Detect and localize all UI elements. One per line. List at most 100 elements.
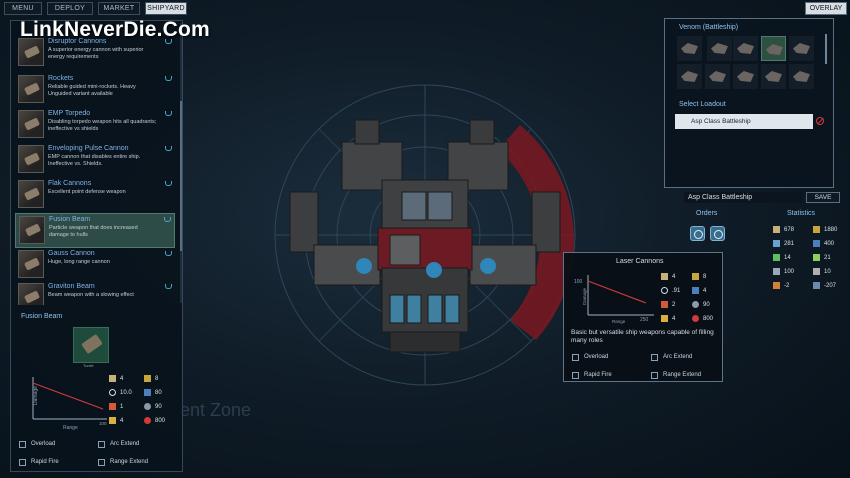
range-extend-checkbox[interactable]	[98, 459, 105, 466]
menu-button[interactable]: MENU	[4, 2, 42, 15]
tooltip-graph-xmax: 250	[640, 317, 649, 323]
save-button[interactable]: SAVE	[806, 192, 840, 203]
stat-b: 8	[144, 375, 158, 382]
weapon-item-rockets[interactable]: Rockets Reliable guided mini-rockets. He…	[15, 73, 175, 108]
tooltip-stat-b: 8	[692, 273, 706, 280]
tooltip-graph-ymax: 100	[574, 279, 583, 285]
arc-extend-checkbox[interactable]	[98, 441, 105, 448]
weapon-name: Enveloping Pulse Cannon	[48, 145, 129, 152]
ship-thumb[interactable]	[789, 64, 814, 89]
overload-checkbox[interactable]	[572, 354, 579, 361]
stat-power: -2	[773, 282, 789, 289]
stat-sensor: 10	[813, 268, 831, 275]
zone-background-text: ent Zone	[180, 400, 252, 420]
shield-generator	[356, 258, 372, 274]
weapon-desc: Disabling torpedo weapon hits all quadra…	[48, 119, 157, 132]
weapon-desc: Huge, long range cannon	[48, 259, 110, 265]
weapon-item-graviton[interactable]: Graviton Beam Beam weapon with a slowing…	[15, 281, 175, 305]
loadout-item[interactable]: Asp Class Battleship	[675, 114, 813, 129]
info-icon[interactable]	[165, 146, 172, 151]
weapon-item-emp-torpedo[interactable]: EMP Torpedo Disabling torpedo weapon hit…	[15, 108, 175, 143]
turret-icon	[73, 327, 109, 363]
thrust-icon	[773, 254, 780, 261]
info-icon[interactable]	[165, 111, 172, 116]
rapid-fire-label: Rapid Fire	[584, 372, 612, 378]
weapon-item-fusion-beam[interactable]: Fusion Beam Particle weapon that does in…	[15, 213, 175, 248]
weapon-name: Fusion Beam	[49, 216, 91, 223]
weapon-item-disruptor[interactable]: Disruptor Cannons A superior energy cann…	[15, 36, 175, 71]
tooltip-graph: 100 250 Damage Range	[574, 275, 654, 324]
weapon-item-gauss[interactable]: Gauss Cannon Huge, long range cannon	[15, 248, 175, 283]
tooltip-title: Laser Cannons	[616, 258, 664, 265]
ship-thumb[interactable]	[677, 64, 702, 89]
arc-icon	[692, 301, 699, 308]
shipyard-button[interactable]: SHIPYARD	[145, 2, 187, 15]
heart-icon	[692, 315, 699, 322]
order-button-2[interactable]	[710, 226, 725, 241]
info-icon[interactable]	[164, 217, 171, 222]
stat-d: 80	[144, 389, 162, 396]
tooltip-description: Basic but versatile ship weapons capable…	[571, 329, 714, 344]
stat-shield: 100	[773, 268, 794, 275]
weapon-item-enveloping-pulse[interactable]: Enveloping Pulse Cannon EMP cannon that …	[15, 143, 175, 178]
tooltip-stat-h: 800	[692, 315, 713, 322]
info-icon[interactable]	[165, 251, 172, 256]
range-extend-checkbox[interactable]	[651, 372, 658, 379]
ammo-icon	[692, 273, 699, 280]
ship-thumb[interactable]	[789, 36, 814, 61]
firing-arc	[498, 125, 574, 340]
detail-icon-label: Turret	[83, 363, 94, 368]
energy-cells-icon	[813, 240, 820, 247]
info-icon[interactable]	[165, 181, 172, 186]
ship-thumb-selected[interactable]	[761, 36, 786, 61]
arc-extend-label: Arc Extend	[110, 441, 140, 447]
ship-thumb-scrollbar[interactable]	[825, 34, 827, 64]
stat-hull: 678	[773, 226, 794, 233]
clock-icon	[109, 389, 116, 396]
hammer-icon	[773, 226, 780, 233]
ship-thumb[interactable]	[705, 64, 730, 89]
shield-generator	[426, 262, 442, 278]
weapon-item-flak[interactable]: Flak Cannons Excellent point defense wea…	[15, 178, 175, 213]
ship-thumb[interactable]	[761, 64, 786, 89]
ship-title: Venom (Battleship)	[679, 24, 739, 31]
stat-crew: 281	[773, 240, 794, 247]
stat-speed: 14	[773, 254, 791, 261]
market-button[interactable]: MARKET	[98, 2, 140, 15]
ship-thumb[interactable]	[733, 64, 758, 89]
weapon-name: Graviton Beam	[48, 283, 95, 290]
falloff-line	[587, 280, 647, 304]
tooltip-stat-a: 4	[661, 273, 675, 280]
weapon-list: Disruptor Cannons A superior energy cann…	[15, 21, 179, 305]
rapid-fire-checkbox[interactable]	[19, 459, 26, 466]
overload-checkbox[interactable]	[19, 441, 26, 448]
weapon-desc: A superior energy cannon with superior e…	[48, 47, 144, 60]
stat-e: 1	[109, 403, 123, 410]
info-icon[interactable]	[165, 39, 172, 44]
ship-thumb[interactable]	[707, 36, 732, 61]
weapon-desc: Particle weapon that does increased dama…	[49, 225, 138, 238]
weapon-desc: EMP cannon that disables entire ship. In…	[48, 154, 141, 167]
deploy-button[interactable]: DEPLOY	[47, 2, 93, 15]
graph-xlabel: Range	[63, 425, 78, 431]
delete-icon[interactable]	[816, 117, 824, 125]
weapon-name: EMP Torpedo	[48, 110, 91, 117]
ship-view[interactable]	[270, 80, 580, 390]
weapon-icon	[18, 110, 44, 138]
weapon-icon	[18, 180, 44, 208]
order-button-1[interactable]	[690, 226, 705, 241]
overlay-button[interactable]: OVERLAY	[805, 2, 847, 15]
ship-thumb[interactable]	[677, 36, 702, 61]
falloff-line	[32, 382, 104, 410]
weapon-list-scroll-thumb[interactable]	[180, 101, 182, 251]
info-icon[interactable]	[165, 76, 172, 81]
tooltip-stat-g: 4	[661, 315, 675, 322]
heart-icon	[144, 417, 151, 424]
arc-extend-checkbox[interactable]	[651, 354, 658, 361]
info-icon[interactable]	[165, 284, 172, 289]
ship-name-field[interactable]	[684, 192, 802, 203]
range-extend-label: Range Extend	[110, 459, 149, 465]
rapid-fire-checkbox[interactable]	[572, 372, 579, 379]
graph-ylabel: Damage	[33, 386, 39, 405]
ship-thumb[interactable]	[733, 36, 758, 61]
